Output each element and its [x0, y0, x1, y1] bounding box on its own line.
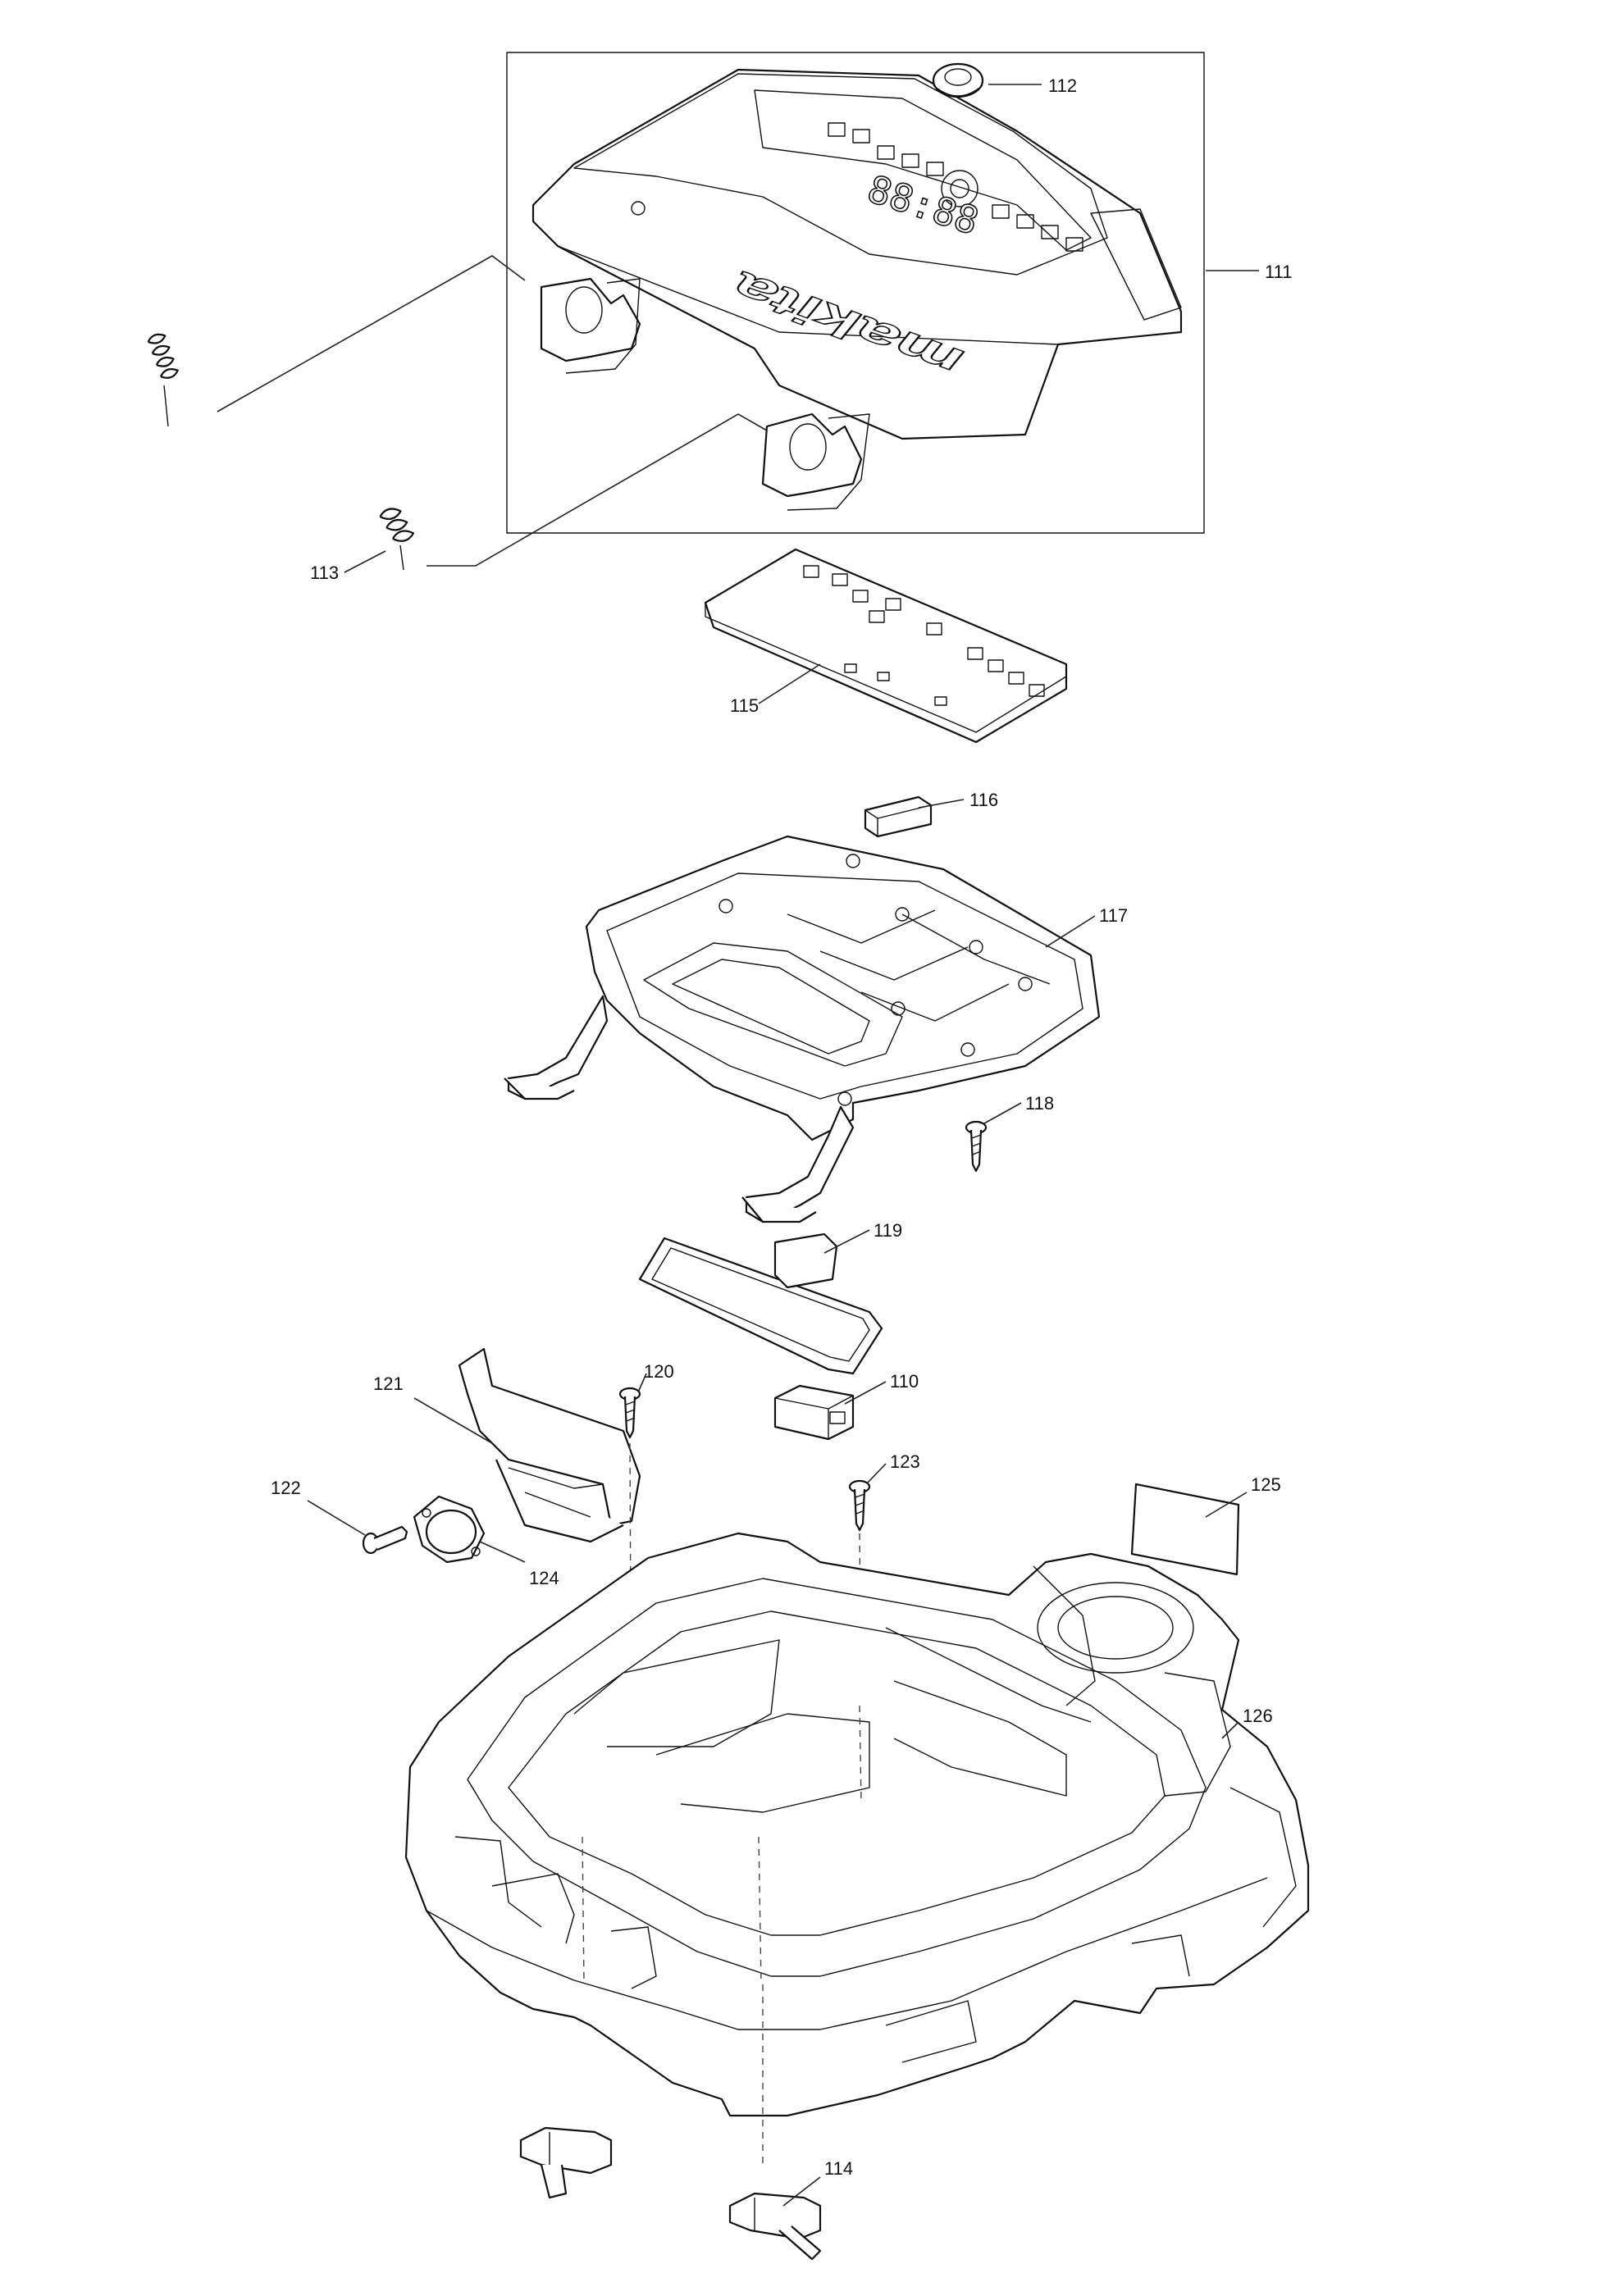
spring-113-lower — [379, 508, 415, 571]
clip-114-right — [728, 2192, 822, 2261]
label-114: 114 — [824, 2158, 853, 2179]
clip-116 — [864, 795, 933, 838]
hinge-right — [761, 412, 870, 511]
label-119: 119 — [874, 1220, 902, 1241]
label-126: 126 — [1243, 1706, 1273, 1726]
spring-leaders — [217, 255, 768, 567]
clip-114-left — [519, 2126, 613, 2199]
label-123: 123 — [890, 1451, 920, 1472]
label-122: 122 — [271, 1478, 301, 1498]
label-113: 113 — [310, 563, 339, 583]
label-125 — [1130, 1483, 1240, 1576]
label-111: 111 — [1265, 262, 1292, 282]
bracket-121 — [458, 1347, 641, 1543]
top-cover-assembly: 88:88 makita — [506, 52, 1205, 534]
leader-lines — [307, 84, 1259, 2207]
screw-118 — [965, 1120, 988, 1173]
top-cover: 88:88 makita — [531, 68, 1183, 511]
label-112: 112 — [1048, 75, 1077, 96]
pcb-115 — [704, 548, 1068, 744]
part-labels: 112 111 113 115 116 117 118 119 110 120 … — [271, 75, 1292, 2179]
label-116: 116 — [969, 790, 998, 810]
label-121: 121 — [373, 1374, 404, 1394]
power-button — [941, 170, 979, 207]
label-115: 115 — [730, 695, 759, 716]
cap-112 — [932, 62, 984, 98]
connector-110 — [773, 1384, 855, 1441]
buzzer-124 — [413, 1495, 486, 1564]
inner-frame-117 — [504, 835, 1101, 1223]
label-125: 125 — [1251, 1474, 1281, 1495]
gasket-119 — [638, 1232, 883, 1375]
label-124: 124 — [529, 1568, 559, 1588]
hinge-left — [540, 277, 641, 374]
top-cover-frame — [506, 52, 1205, 534]
label-117: 117 — [1099, 905, 1128, 926]
base-housing-126 — [404, 1532, 1310, 2165]
label-120: 120 — [644, 1361, 674, 1382]
label-110: 110 — [890, 1371, 919, 1392]
label-118: 118 — [1025, 1093, 1054, 1114]
spring-113-upper — [147, 333, 179, 427]
screw-122 — [362, 1525, 408, 1555]
